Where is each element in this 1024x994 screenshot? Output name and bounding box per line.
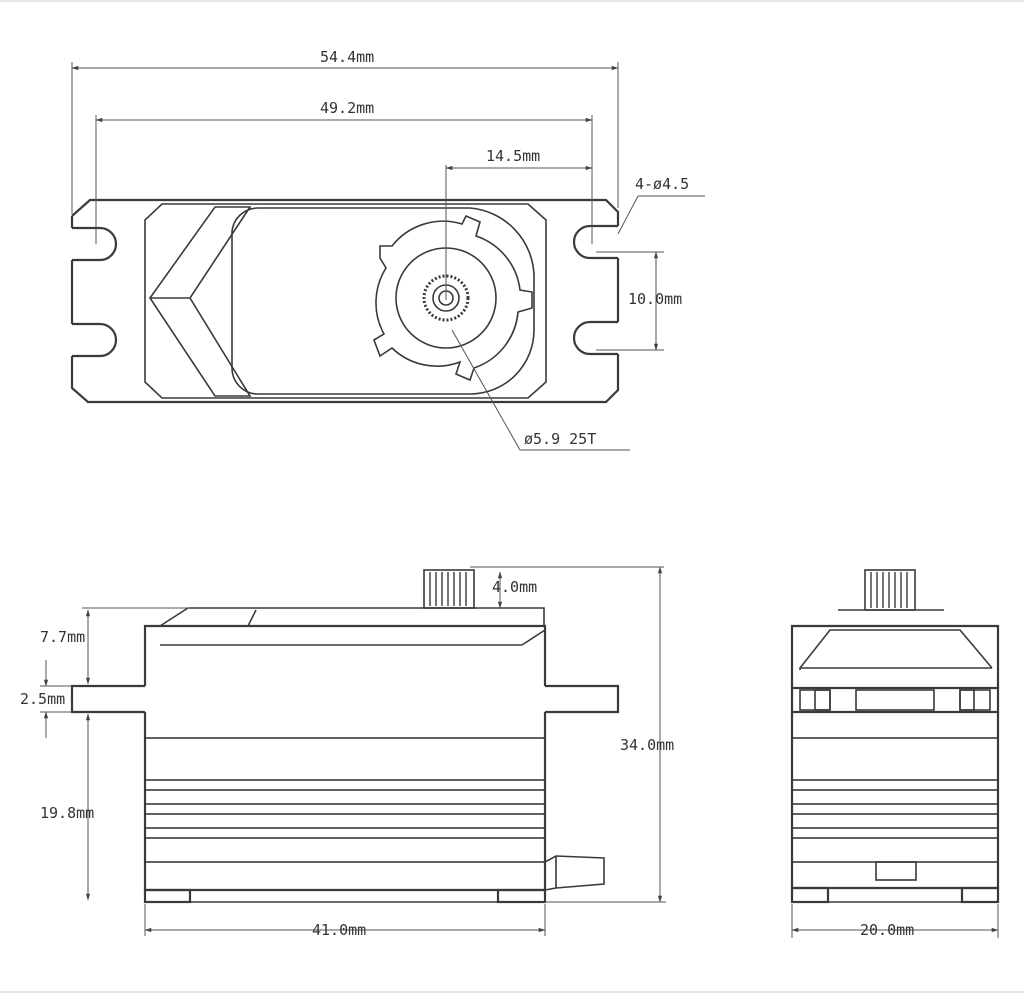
dim-body-width: 20.0mm — [860, 921, 914, 939]
top-view: 54.4mm 49.2mm 14.5mm 4-ø4.5 10.0mm ø5.9 … — [70, 48, 705, 451]
dim-spline-height: 4.0mm — [492, 578, 537, 596]
case-body — [144, 203, 547, 399]
case-top-panel — [231, 207, 535, 395]
mount-slot-right-top — [572, 224, 618, 260]
dim-spline: ø5.9 25T — [524, 430, 596, 448]
side-foot-right — [496, 888, 547, 904]
dim-body-length: 41.0mm — [312, 921, 366, 939]
mount-slot-left-top — [72, 226, 118, 262]
dim-tab-to-top: 7.7mm — [40, 628, 85, 646]
spline-gear — [422, 274, 470, 322]
dim-total-height: 34.0mm — [620, 736, 674, 754]
end-view: 20.0mm — [790, 569, 1000, 939]
dim-overall-length: 54.4mm — [320, 48, 374, 66]
dim-tab-thickness: 2.5mm — [20, 690, 65, 708]
output-gear-housing — [373, 214, 533, 382]
side-output-spline — [423, 569, 475, 609]
end-upper-case — [790, 624, 1000, 688]
dim-bottom-to-tab: 19.8mm — [40, 804, 94, 822]
mount-slot-right-bottom — [572, 320, 618, 356]
side-upper-case — [143, 624, 547, 686]
side-foot-left — [143, 888, 192, 904]
dim-mount-hole-span: 49.2mm — [320, 99, 374, 117]
mount-slot-left-bottom — [72, 322, 118, 358]
dim-shaft-offset: 14.5mm — [486, 147, 540, 165]
side-mount-tab — [70, 684, 620, 714]
dim-hole-spacing: 10.0mm — [628, 290, 682, 308]
dim-mount-holes: 4-ø4.5 — [635, 175, 689, 193]
case-chevron — [149, 206, 252, 397]
end-foot-left — [790, 886, 830, 904]
end-foot-right — [960, 886, 1000, 904]
mounting-flange — [70, 198, 620, 404]
end-mount-band — [790, 686, 1000, 714]
cable-exit — [544, 855, 605, 891]
side-view: 4.0mm 34.0mm 7.7mm 2.5mm 19.8mm 41.0mm — [20, 566, 674, 939]
